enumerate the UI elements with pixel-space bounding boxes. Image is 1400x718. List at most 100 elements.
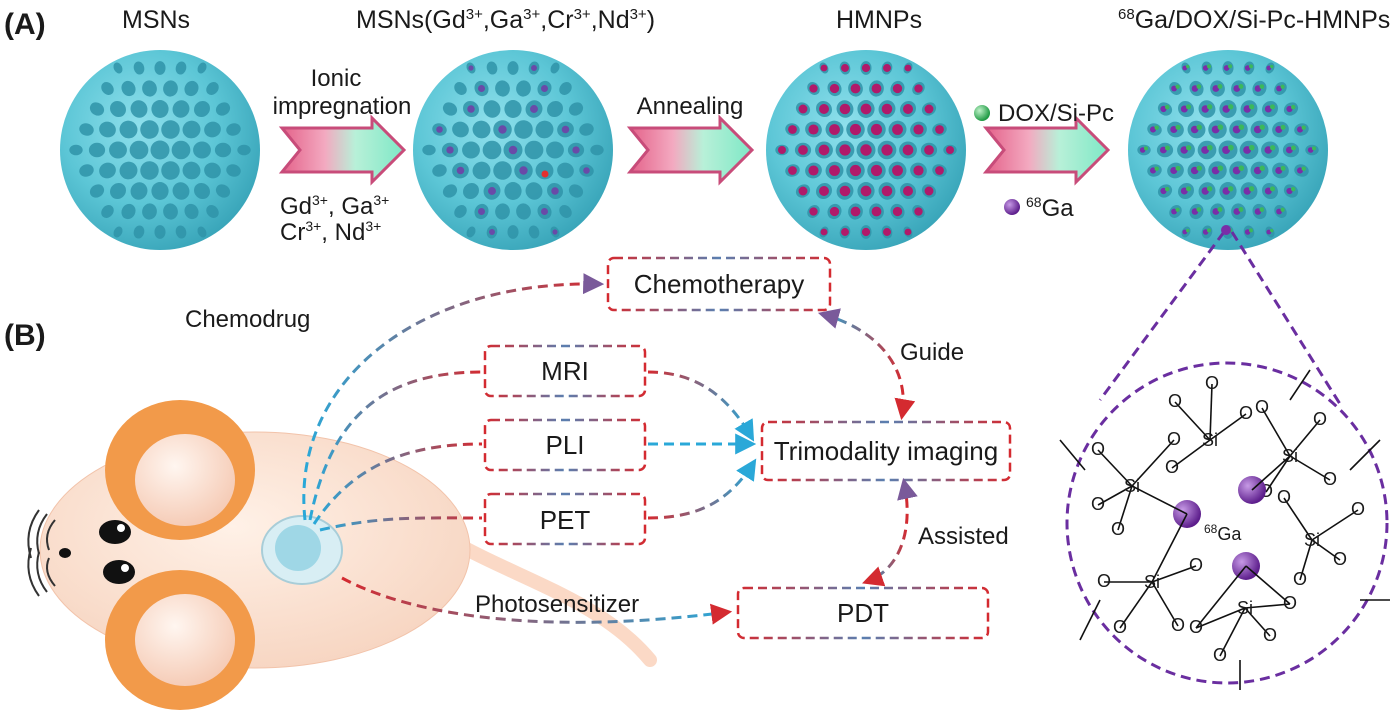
pore — [462, 141, 480, 159]
annealed-pore-fill — [904, 64, 912, 72]
pore — [172, 100, 190, 118]
pore — [546, 141, 564, 159]
bond — [1195, 565, 1247, 629]
connector-pli-in — [312, 442, 483, 525]
bond — [1251, 455, 1291, 491]
pore — [154, 225, 166, 239]
pore — [215, 102, 231, 116]
pore — [163, 203, 178, 220]
annealed-pore-fill — [798, 145, 808, 155]
oxygen-label: O — [1091, 494, 1105, 514]
sphere-msns-doped — [413, 50, 613, 250]
dox-molecule — [1280, 124, 1286, 130]
pore — [89, 102, 105, 116]
pore — [525, 182, 543, 200]
dox-molecule — [1280, 165, 1286, 171]
bond — [1151, 581, 1179, 627]
pore — [69, 144, 83, 156]
box-chemotherapy: Chemotherapy — [606, 256, 832, 312]
dox-molecule — [1186, 104, 1191, 110]
bond — [1299, 539, 1313, 581]
pore — [113, 62, 123, 74]
oxygen-label: O — [1189, 555, 1203, 575]
pore — [119, 120, 138, 139]
dox-molecule — [1291, 145, 1296, 151]
connector-pet-out — [647, 458, 757, 520]
annealed-pore-fill — [902, 144, 914, 156]
dox-molecule — [1270, 145, 1276, 151]
annealed-pore-fill — [914, 207, 923, 216]
dopant-ion — [530, 105, 538, 113]
dox-molecule — [1238, 165, 1245, 171]
pore — [557, 162, 574, 179]
dox-molecule — [1249, 64, 1253, 69]
pore — [432, 164, 447, 177]
pore — [206, 82, 219, 95]
oxygen-label: O — [1351, 499, 1365, 519]
dox-molecule — [1291, 104, 1296, 110]
pore — [194, 101, 210, 117]
legend-ga68: 68Ga — [1026, 194, 1074, 222]
dox-molecule — [1196, 84, 1202, 89]
pore — [89, 184, 105, 198]
box-pet-label: PET — [540, 505, 591, 535]
annealed-pore-fill — [913, 124, 924, 135]
sphere-hmnps — [766, 50, 966, 250]
pore — [590, 144, 604, 156]
dox-molecule — [1259, 207, 1265, 212]
pore — [142, 80, 157, 97]
label-impregnation: impregnation — [273, 93, 412, 120]
dopant-ion — [572, 146, 580, 154]
dox-molecule — [1259, 165, 1265, 171]
annealed-pore-fill — [913, 165, 924, 176]
pore — [119, 161, 138, 180]
bond — [1195, 607, 1246, 629]
connector-chemodrug — [302, 273, 605, 521]
pore — [197, 226, 207, 238]
annealed-pore-fill — [892, 206, 903, 217]
pore — [194, 183, 210, 199]
pore — [559, 82, 572, 95]
oxygen-label: O — [1113, 617, 1127, 637]
connector-mri-out — [647, 370, 755, 442]
bond — [1209, 383, 1213, 441]
dopant-ion — [583, 167, 590, 174]
pore — [161, 120, 180, 139]
pore — [121, 203, 136, 220]
pore — [483, 100, 501, 118]
bond — [1119, 581, 1153, 629]
box-trimodality-label: Trimodality imaging — [774, 436, 998, 466]
annealed-pore-fill — [820, 64, 828, 72]
pore — [130, 100, 148, 118]
annealed-pore-fill — [883, 64, 891, 72]
dox-molecule — [1165, 104, 1170, 110]
pore — [151, 100, 169, 118]
annealed-pore-fill — [860, 185, 872, 197]
connector-photosensitizer — [341, 576, 733, 625]
annealed-pore-fill — [849, 123, 862, 136]
oxygen-label: O — [1263, 625, 1277, 645]
bond — [1079, 599, 1101, 641]
bond — [1244, 607, 1271, 637]
dox-molecule — [1207, 228, 1211, 233]
dox-molecule — [1186, 64, 1190, 69]
dox-molecule — [1217, 207, 1223, 212]
pore — [88, 142, 106, 158]
annealed-pore-fill — [829, 206, 840, 217]
silicon-label: Si — [1237, 598, 1253, 618]
pore — [547, 101, 563, 117]
pore — [79, 123, 94, 136]
pore — [130, 182, 148, 200]
annealed-pore-fill — [839, 144, 851, 156]
label-guide: Guide — [900, 339, 964, 366]
dopant-ion — [477, 207, 486, 216]
annealed-pore-fill — [819, 104, 829, 114]
annealed-pore-fill — [839, 185, 851, 197]
pore — [197, 62, 207, 74]
dopant-ion — [508, 145, 518, 155]
pore — [163, 80, 178, 97]
pore — [559, 205, 572, 218]
pore — [184, 80, 199, 97]
silicon-label: Si — [1202, 430, 1218, 450]
